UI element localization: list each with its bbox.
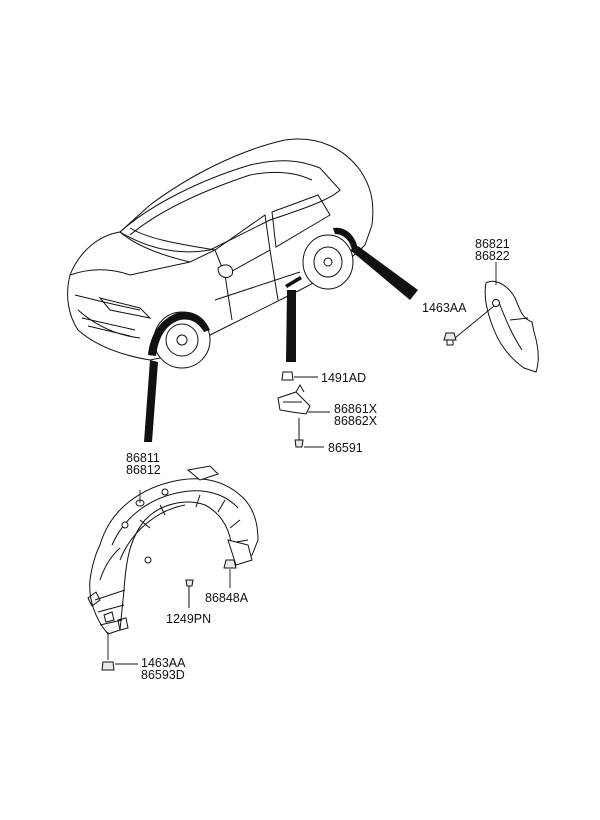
front-nut-icon xyxy=(223,559,237,569)
side-screw-icon xyxy=(294,418,304,448)
front-fastener-label-bottom: 86593D xyxy=(141,668,185,682)
rear-fastener-label: 1463AA xyxy=(422,301,467,315)
side-clip-icon xyxy=(281,371,294,381)
front-guard-label-top: 86811 xyxy=(126,451,160,465)
side-screw-label: 86591 xyxy=(328,441,363,455)
callout-wedges xyxy=(144,246,418,442)
rear-fastener-icon xyxy=(443,332,457,346)
front-nut-label: 86848A xyxy=(205,591,249,605)
car-illustration xyxy=(67,138,374,369)
side-bracket-label-top: 86861X xyxy=(334,402,378,416)
rear-wheel-guard xyxy=(484,280,539,373)
front-screw-icon xyxy=(185,579,194,608)
side-clip-label: 1491AD xyxy=(321,371,366,385)
rear-guard-label-top: 86821 xyxy=(475,237,510,251)
front-fastener-label-top: 1463AA xyxy=(141,656,186,670)
side-bracket-label-bottom: 86862X xyxy=(334,414,378,428)
front-wheel-guard xyxy=(87,465,259,635)
front-fastener-icon xyxy=(101,661,115,671)
front-screw-label: 1249PN xyxy=(166,612,211,626)
side-bracket xyxy=(277,383,311,415)
front-guard-label-bottom: 86812 xyxy=(126,463,161,477)
rear-guard-label-bottom: 86822 xyxy=(475,249,510,263)
